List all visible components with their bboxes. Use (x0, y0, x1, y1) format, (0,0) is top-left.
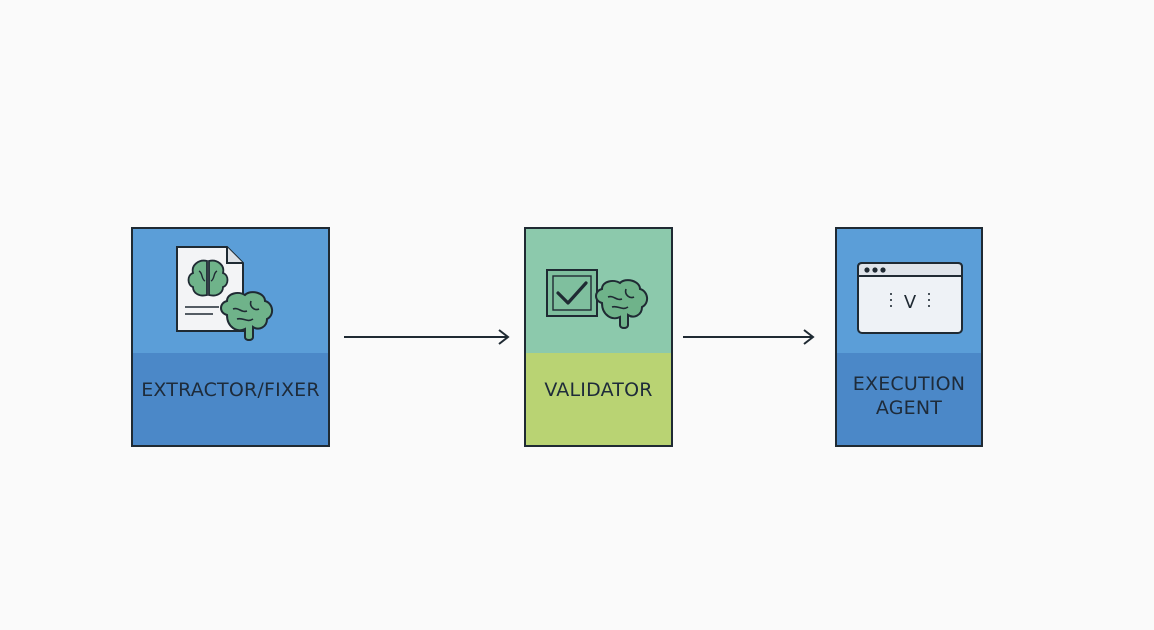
node-label-line: EXECUTION (852, 373, 966, 395)
flow-arrow (683, 329, 815, 345)
node-label: EXECUTION AGENT (837, 372, 981, 420)
execution-agent-node: V EXECUTION AGENT (835, 227, 983, 447)
brain-icon (220, 291, 273, 341)
checkbox-icon (546, 269, 598, 317)
brain-icon (595, 279, 648, 329)
browser-window-icon: V (857, 262, 963, 334)
browser-window-text: V (904, 292, 917, 313)
checkbox-brain-icon (546, 269, 648, 329)
node-bottom-panel (133, 353, 328, 445)
node-label-line: AGENT (875, 397, 943, 419)
validator-node: VALIDATOR (524, 227, 673, 447)
node-label: EXTRACTOR/FIXER (141, 379, 320, 401)
flow-arrow (344, 329, 510, 345)
node-label: VALIDATOR (544, 379, 653, 401)
node-bottom-panel (526, 353, 671, 445)
extractor-fixer-node: EXTRACTOR/FIXER (131, 227, 330, 447)
node-bottom-panel (837, 353, 981, 445)
document-brain-icon (176, 246, 273, 341)
